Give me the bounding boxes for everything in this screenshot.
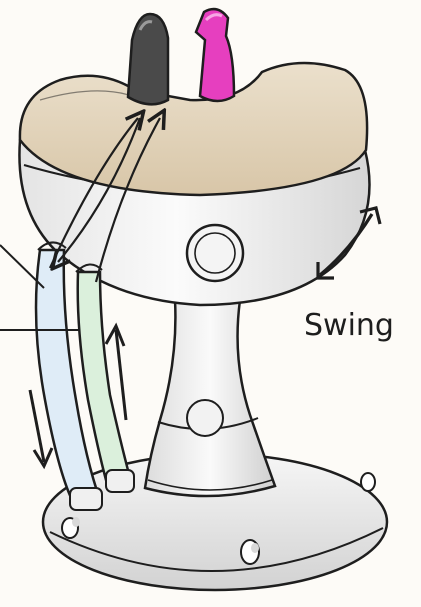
flow-down-arrow-icon (30, 390, 44, 462)
stem-joint-knob (187, 400, 223, 436)
right-hose-connector (106, 470, 134, 492)
right-nozzle (196, 9, 234, 101)
left-nozzle (128, 14, 168, 104)
left-hose-connector (70, 488, 102, 510)
bowl-top-surface (20, 63, 367, 195)
base-screw-hole (361, 473, 375, 491)
device-stem (145, 300, 275, 496)
swing-label: Swing (304, 308, 394, 343)
